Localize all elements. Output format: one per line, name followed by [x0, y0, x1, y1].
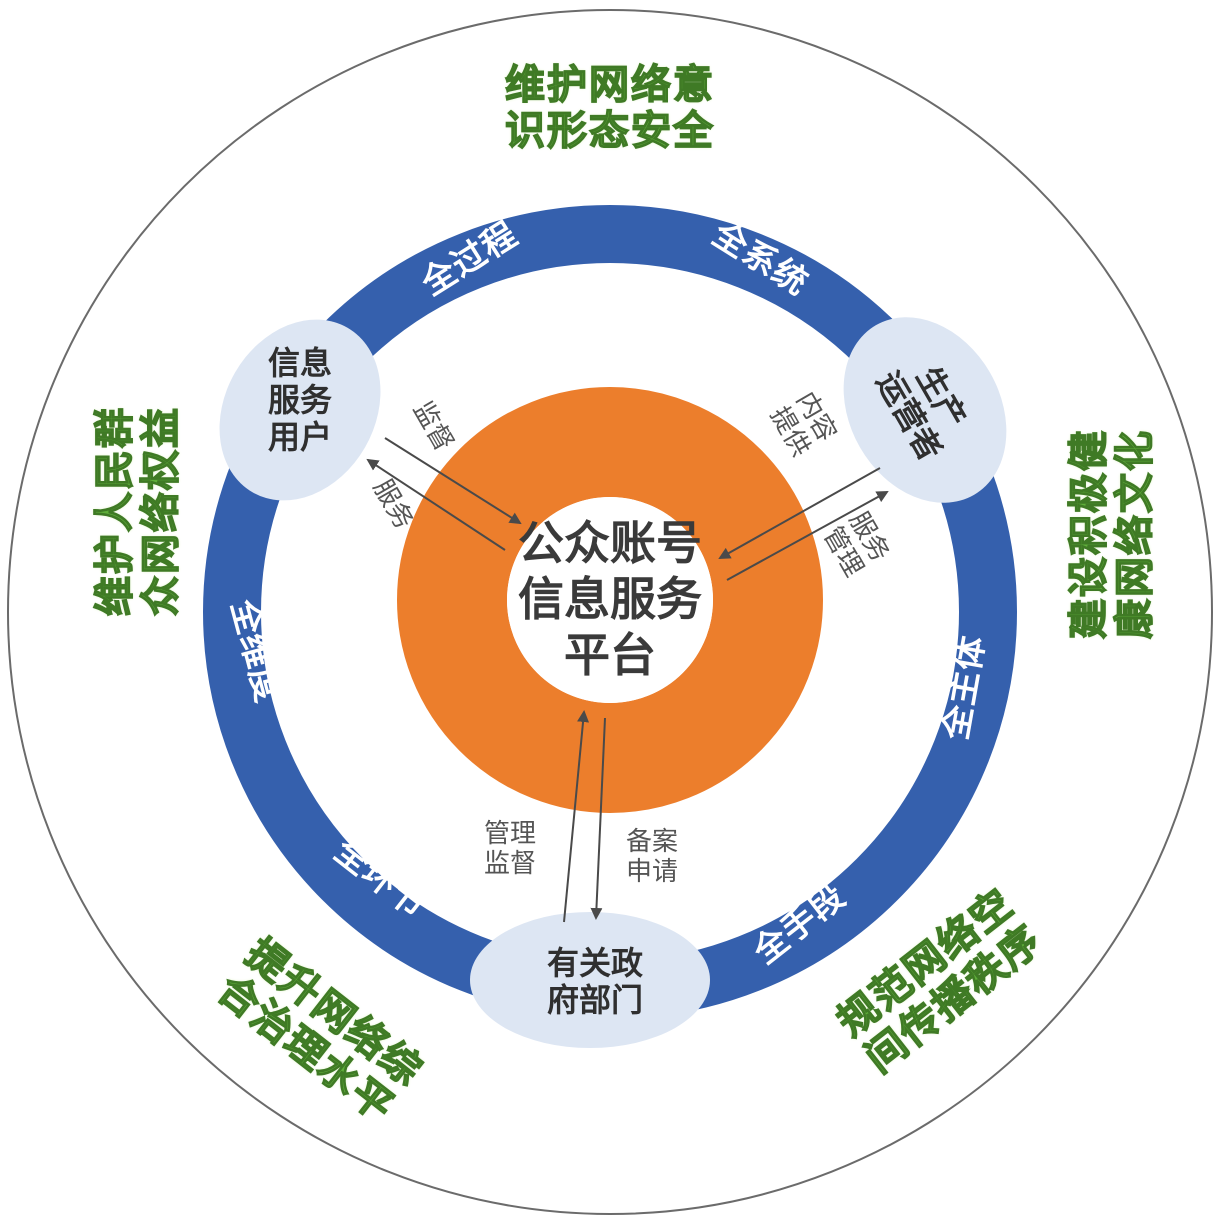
node-bottom-line-1: 有关政 — [546, 944, 643, 982]
node-left-line-3: 用户 — [267, 417, 332, 456]
node-left-line-1: 信息 — [267, 344, 332, 382]
orange-ring — [397, 387, 823, 813]
arrow-bottom-to-center — [563, 710, 590, 923]
goal-left-line-2: 众网络权益 — [137, 405, 184, 616]
arrow-center-to-right — [726, 491, 889, 581]
goal-top-line-1: 维护网络意 — [504, 61, 715, 108]
goal-top-line-2: 识形态安全 — [504, 107, 715, 154]
arrow-center-to-left — [366, 458, 506, 551]
node-left-ellipse — [219, 319, 381, 501]
node-left-line-2: 服务 — [267, 380, 332, 419]
label-manage-supervise-2: 监督 — [483, 848, 536, 879]
node-right-ellipse — [843, 317, 1007, 503]
goal-right-line-2: 康网络文化 — [1111, 428, 1158, 639]
goal-people-rights: 维护人民群 众网络权益 — [91, 371, 184, 651]
arrow-right-to-center — [718, 467, 881, 559]
label-manage-supervise-1: 管理 — [483, 819, 536, 849]
label-filing-apply-1: 备案 — [625, 827, 678, 857]
node-government-departments: 有关政 府部门 — [525, 945, 665, 1019]
node-bottom-line-2: 府部门 — [546, 980, 643, 1019]
center-line-3: 平台 — [564, 628, 656, 683]
arrow-center-to-bottom — [590, 717, 606, 920]
center-disc — [507, 497, 713, 703]
center-line-2: 信息服务 — [518, 572, 702, 627]
goal-right-line-1: 建设积极健 — [1065, 428, 1112, 639]
goal-left-line-1: 维护人民群 — [91, 405, 138, 616]
node-bottom-ellipse — [470, 912, 710, 1048]
label-filing-apply: 备案 申请 — [612, 827, 692, 888]
goal-healthy-culture: 建设积极健 康网络文化 — [1065, 394, 1158, 674]
arrow-left-to-center — [384, 437, 522, 525]
label-filing-apply-2: 申请 — [625, 856, 678, 887]
label-manage-supervise: 管理 监督 — [470, 819, 550, 880]
node-info-service-users: 信息 服务 用户 — [245, 345, 355, 455]
center-platform-title: 公众账号 信息服务 平台 — [510, 515, 710, 683]
goal-ideology-security: 维护网络意 识形态安全 — [470, 61, 750, 154]
center-line-1: 公众账号 — [518, 516, 702, 570]
